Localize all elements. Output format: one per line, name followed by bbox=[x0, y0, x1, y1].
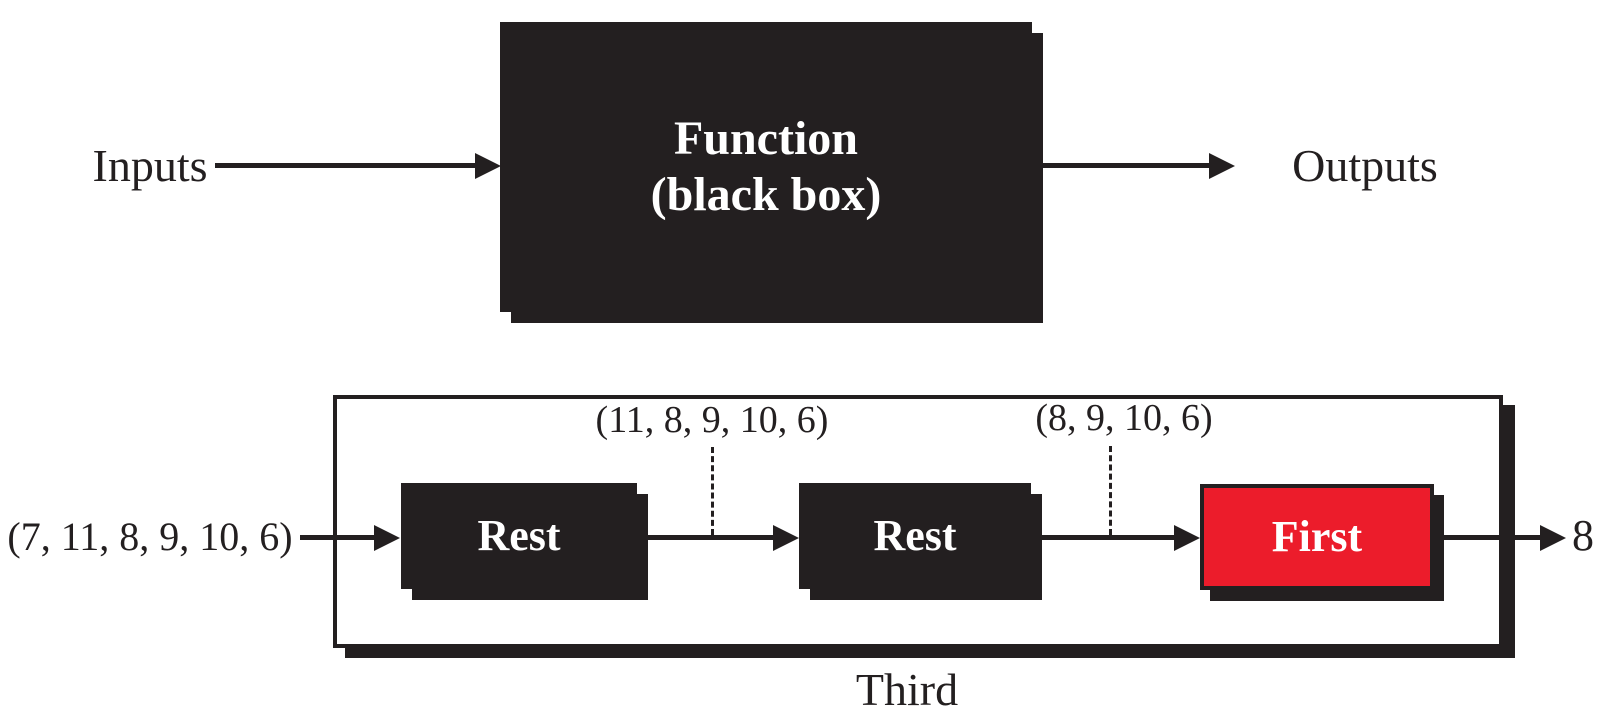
dashed-tap-line-1 bbox=[711, 447, 714, 535]
pipeline-output-arrow bbox=[1436, 535, 1540, 540]
function-black-box: Function (black box) bbox=[500, 22, 1032, 312]
intermediate-tuple-label-1: (11, 8, 9, 10, 6) bbox=[595, 399, 829, 441]
outputs-label: Outputs bbox=[1292, 140, 1438, 191]
inputs-arrow bbox=[215, 163, 475, 168]
first-box-label: First bbox=[1271, 512, 1363, 561]
pipeline-input-tuple-label: (7, 11, 8, 9, 10, 6) bbox=[7, 514, 293, 559]
rest-box-1-label: Rest bbox=[477, 511, 561, 560]
outputs-arrow bbox=[1043, 163, 1209, 168]
arrow-rest2-to-first bbox=[1032, 535, 1174, 540]
rest-box-2: Rest bbox=[799, 483, 1031, 589]
inputs-label: Inputs bbox=[92, 140, 208, 191]
rest-box-2-label: Rest bbox=[873, 511, 957, 560]
intermediate-tuple-label-2: (8, 9, 10, 6) bbox=[1035, 397, 1213, 439]
first-box: First bbox=[1200, 484, 1434, 590]
dashed-tap-line-2 bbox=[1109, 446, 1112, 535]
function-box-label-line2: (black box) bbox=[650, 168, 882, 221]
rest-box-1: Rest bbox=[401, 483, 637, 589]
pipeline-output-value-label: 8 bbox=[1572, 511, 1594, 560]
third-caption: Third bbox=[855, 664, 959, 715]
arrow-rest1-to-rest2 bbox=[645, 535, 773, 540]
function-box-label: Function (black box) bbox=[651, 111, 882, 223]
function-box-label-line1: Function bbox=[673, 112, 858, 165]
pipeline-input-arrow bbox=[300, 535, 374, 540]
